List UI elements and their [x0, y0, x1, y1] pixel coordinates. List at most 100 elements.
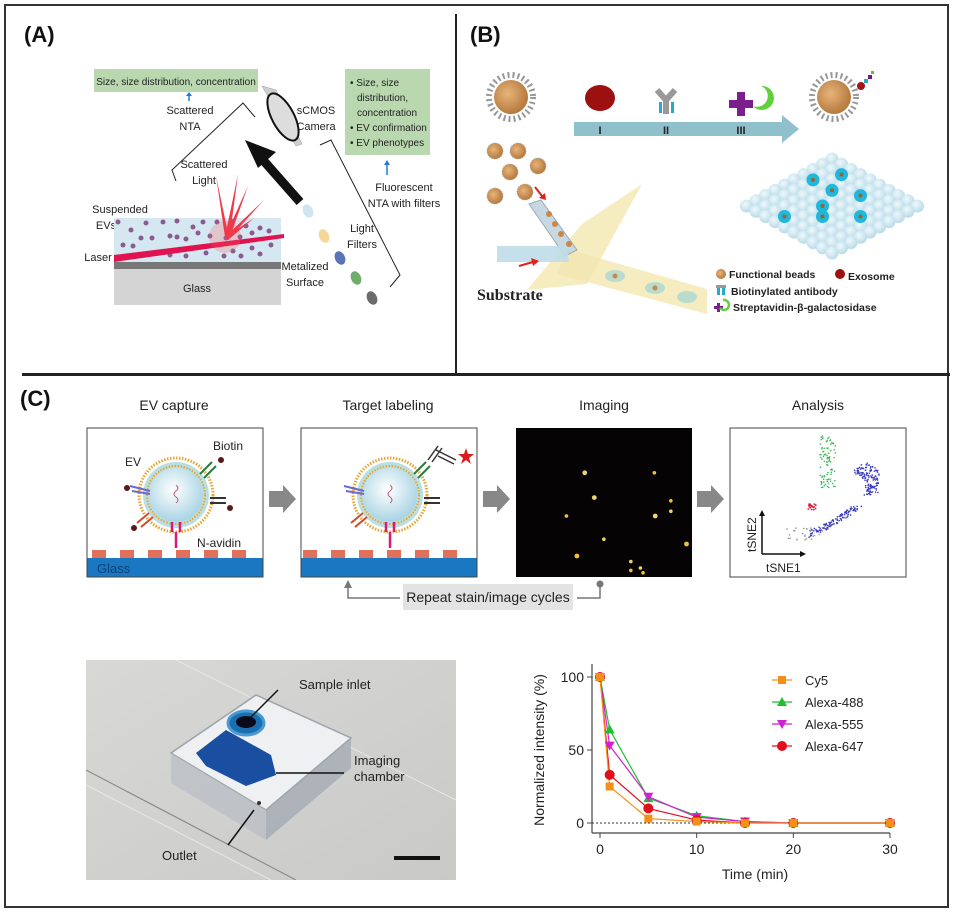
- fluor-output-line: • EV confirmation: [350, 123, 427, 134]
- laser-beam: [114, 234, 284, 262]
- legend-marker-cy5: [778, 676, 786, 684]
- step-label: II: [663, 125, 669, 137]
- metalized-surface-label: Metalized: [281, 261, 328, 273]
- outlet-label: Outlet: [162, 848, 197, 863]
- scmos-label: Camera: [296, 121, 336, 133]
- scattered-light-label: Scattered: [180, 159, 227, 171]
- metalized-surface: [114, 262, 281, 269]
- step-title-analysis: Analysis: [791, 397, 845, 413]
- ev-label: EV: [125, 455, 141, 469]
- repeat-cycle-loop: Repeat stain/image cycles: [344, 580, 604, 610]
- tsne1-label: tSNE1: [766, 561, 801, 575]
- outlet-port: [257, 801, 261, 805]
- fluorescent-spot: [669, 499, 673, 503]
- panel-divider-vertical: [455, 14, 457, 374]
- x-tick-label: 0: [596, 841, 604, 857]
- scattered-bracket: [171, 102, 256, 182]
- chart-axes: [591, 664, 890, 834]
- fluorescent-nta-label: Fluorescent: [375, 182, 432, 194]
- legend-label: Exosome: [848, 271, 895, 283]
- data-point-cy5: [692, 817, 701, 826]
- x-tick-label: 10: [689, 841, 705, 857]
- scattered-nta-label: Scattered: [166, 105, 213, 117]
- fluorescent-spot: [652, 471, 657, 475]
- up-arrow-icon: [384, 160, 390, 175]
- biotin-label: Biotin: [213, 439, 243, 453]
- target-labeling-box: [300, 427, 478, 578]
- y-tick-label: 0: [576, 815, 584, 831]
- fluor-output-line: • Size, size: [350, 78, 400, 89]
- detection-arrow-icon: [245, 140, 304, 205]
- bead-cluster: [486, 142, 547, 205]
- panel-b-label: (B): [470, 22, 501, 47]
- data-point-cy5: [741, 819, 749, 827]
- biotinylated-antibody-icon: [716, 285, 726, 295]
- legend-marker-alexa-555: [777, 720, 787, 729]
- functional-bead-icon: [716, 269, 726, 279]
- glass-label: Glass: [183, 283, 212, 295]
- bead-exosome-complex-icon: [809, 71, 874, 122]
- n-avidin-label: N-avidin: [197, 536, 241, 550]
- microfluidic-device-photo: Sample inlet Imaging chamber Outlet: [86, 660, 456, 880]
- data-point-alexa-488: [604, 724, 615, 734]
- arrow-up-icon: [759, 510, 765, 516]
- y-axis-title: Normalized intensity (%): [531, 674, 547, 826]
- step-title-ev-capture: EV capture: [139, 397, 209, 413]
- light-filters-label: Light: [350, 223, 374, 235]
- process-arrow: [574, 115, 799, 143]
- imaging-micrograph: [516, 428, 692, 577]
- fluorescent-nta-label: NTA with filters: [368, 198, 441, 210]
- panel-divider-horizontal: [22, 373, 950, 376]
- microfluidic-chip: [497, 184, 707, 314]
- light-filters-label: Filters: [347, 239, 377, 251]
- camera-lens-icon: [261, 85, 303, 147]
- glass-label: Glass: [97, 561, 131, 576]
- fluorescent-spot: [574, 553, 580, 559]
- fluor-output-line: • EV phenotypes: [350, 138, 424, 149]
- figure-frame: [4, 4, 949, 908]
- scmos-label: sCMOS: [297, 105, 336, 117]
- sample-inlet-label: Sample inlet: [299, 677, 371, 692]
- imaging-chamber-label: Imaging: [354, 753, 400, 768]
- legend-marker-alexa-488: [777, 697, 787, 706]
- legend-label: Streptavidin-β-galactosidase: [733, 302, 877, 314]
- scale-bar: [394, 856, 440, 860]
- arrow-right-icon: [800, 551, 806, 557]
- fluorescent-spot: [582, 470, 588, 476]
- well-array: [740, 152, 924, 260]
- data-point-alexa-555: [604, 741, 615, 751]
- laser-label: Laser: [84, 252, 112, 264]
- fluorescent-spot: [669, 509, 673, 513]
- fluorescent-spot: [629, 559, 633, 564]
- legend-label: Functional beads: [729, 269, 816, 281]
- metalized-surface-label: Surface: [286, 277, 324, 289]
- legend-label: Alexa-555: [805, 717, 864, 732]
- panel-a-label: (A): [24, 22, 55, 47]
- suspended-evs-label: EVs: [96, 220, 117, 232]
- nta-output-box: [94, 69, 258, 92]
- scatter-burst-icon: [209, 174, 264, 253]
- step-arrow-icon: [697, 485, 724, 513]
- y-tick-label: 50: [568, 742, 584, 758]
- streptavidin-galactosidase-icon: [729, 85, 774, 116]
- imaging-chamber-fluid: [196, 730, 276, 786]
- legend-label: Biotinylated antibody: [731, 286, 838, 298]
- flow-arrow-icon: [518, 258, 539, 267]
- legend-label: Alexa-647: [805, 739, 864, 754]
- up-arrow-icon: [186, 92, 192, 101]
- legend-label: Alexa-488: [805, 695, 864, 710]
- panel-a-diagram: Size, size distribution, concentration •…: [84, 69, 441, 305]
- step-label: I: [598, 125, 601, 137]
- panel-c-workflow: EV Biotin N-avidin Glass tSNE1 tSNE2: [86, 427, 907, 610]
- ev-capture-box: EV Biotin N-avidin Glass: [86, 427, 264, 578]
- nta-output-text: Size, size distribution, concentration: [96, 77, 256, 88]
- fluor-output-line: distribution,: [357, 93, 408, 104]
- streptavidin-galactosidase-icon: [714, 298, 731, 312]
- scattered-nta-label: NTA: [179, 121, 201, 133]
- data-point-cy5: [644, 814, 653, 823]
- tsne2-label: tSNE2: [745, 517, 759, 552]
- flow-arrow-icon: [534, 186, 546, 200]
- ev-particles: [115, 218, 274, 259]
- data-point-alexa-647: [643, 803, 654, 814]
